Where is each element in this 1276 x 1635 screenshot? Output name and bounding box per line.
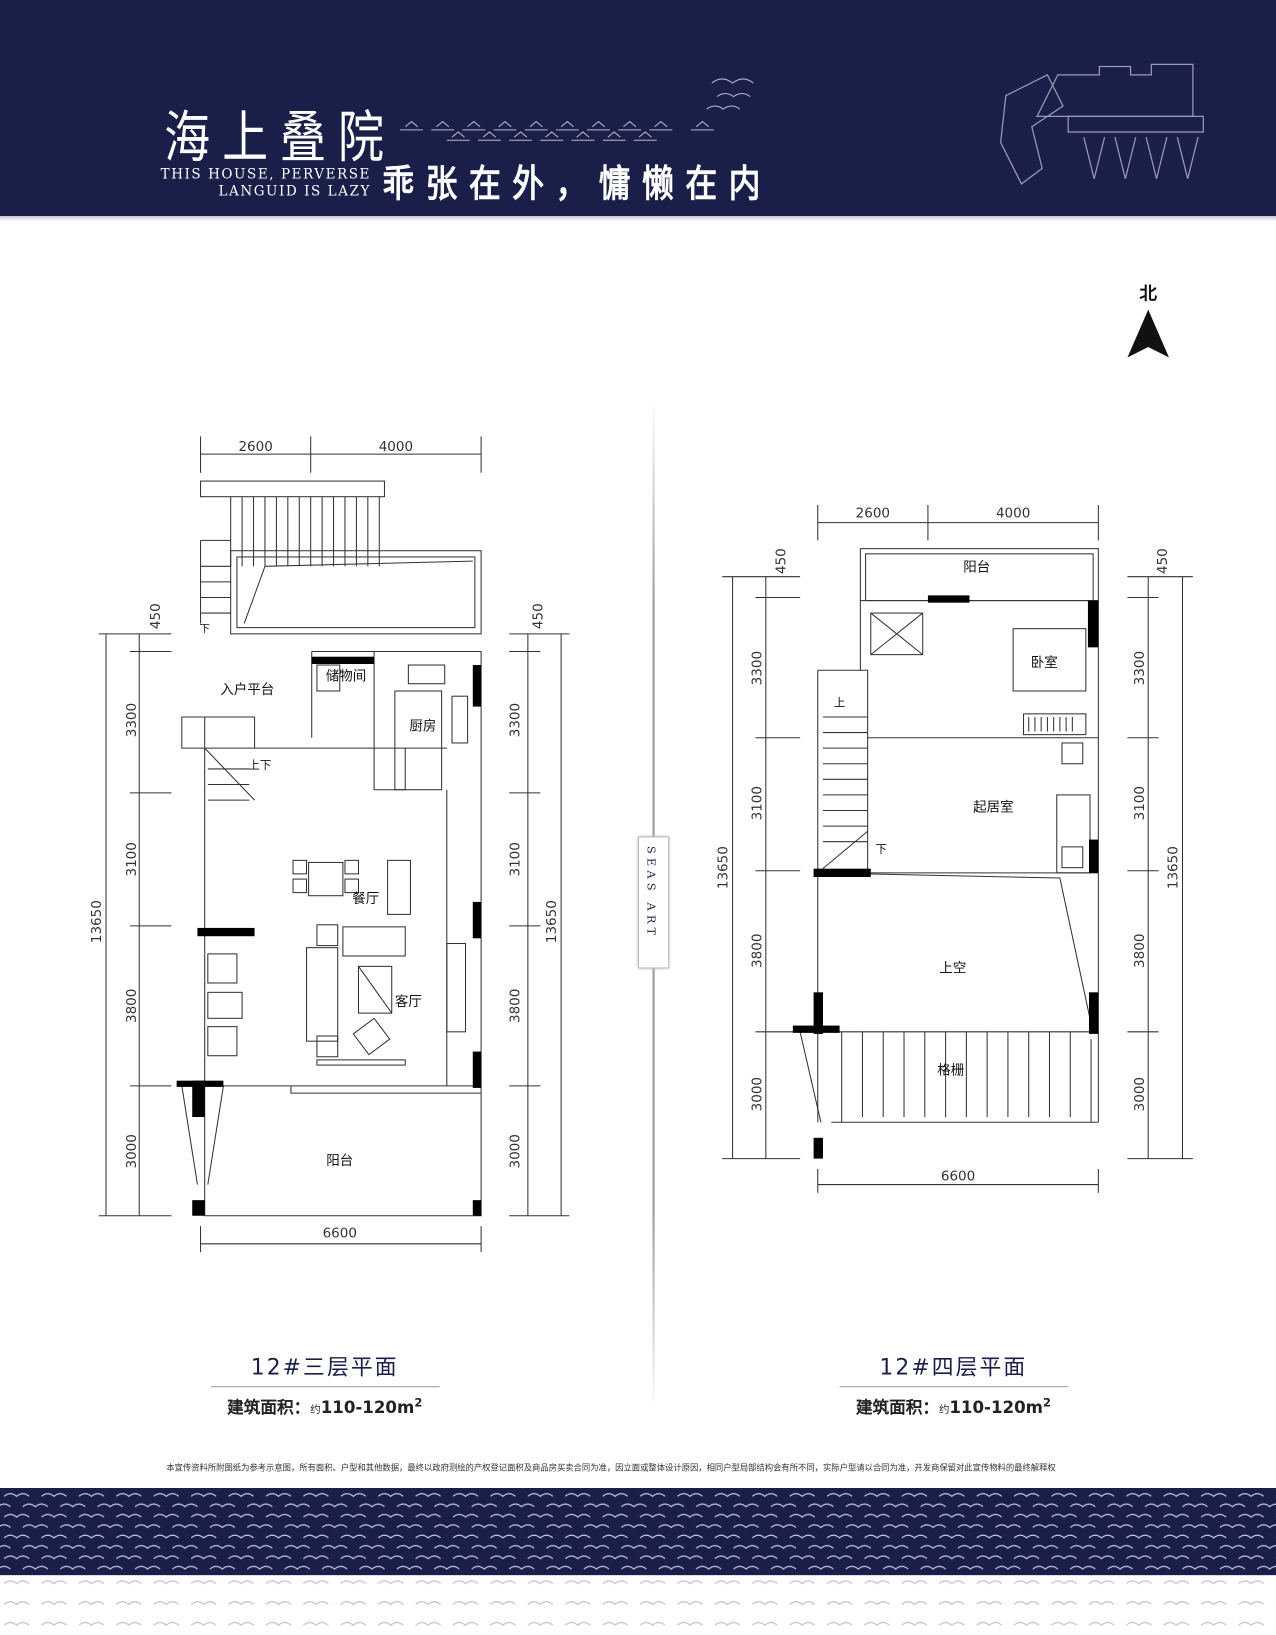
site-plan-logo	[1000, 63, 1204, 185]
dim-right-450: 450	[1155, 548, 1171, 574]
caption-title: 12#三层平面	[250, 1354, 399, 1380]
caption-3f: 12#三层平面 建筑面积：约110-120m2	[197, 1351, 452, 1419]
dim-left-total: 13650	[715, 846, 731, 889]
dim-left-total: 13650	[89, 900, 105, 943]
dim-top-1: 2600	[856, 505, 890, 521]
north-arrow: 北	[1127, 283, 1169, 358]
dim-right-total: 13650	[1165, 846, 1181, 889]
area-text: 建筑面积：约110-120m2	[197, 1393, 452, 1418]
area-sup: 2	[1042, 1396, 1051, 1410]
room-balcony: 阳台	[963, 560, 990, 576]
dim-left-450: 450	[774, 548, 790, 574]
area-sup: 2	[414, 1396, 423, 1410]
room-living: 客厅	[395, 993, 422, 1010]
area-approx: 约	[938, 1404, 950, 1417]
dim-right-450: 450	[530, 603, 546, 629]
room-void: 上空	[939, 961, 966, 977]
slogan: 乖张在外，慵懒在内	[382, 163, 772, 206]
room-storage: 储物间	[326, 669, 367, 685]
caption-underline	[210, 1386, 440, 1388]
wave-bird-ornament	[400, 78, 754, 141]
disclaimer: 本宣传资料所附图纸为参考示意图，所有面积、户型和其他数据，最终以政府测绘的产权登…	[166, 1463, 1056, 1473]
room-entry-platform: 入户平台	[220, 681, 274, 698]
dim-left-3300: 3300	[750, 651, 766, 685]
dim-right-3800: 3800	[1132, 934, 1148, 968]
room-kitchen: 厨房	[409, 718, 436, 734]
english-tagline-1: THIS HOUSE, PERVERSE	[160, 167, 371, 183]
floor-plan-4f: 2600 4000 6600 450 3300 3100 3800 3000 1…	[715, 505, 1193, 1193]
area-label: 建筑面积：	[855, 1397, 939, 1418]
room-family: 起居室	[973, 799, 1013, 816]
seas-art-badge: SEAS ART	[638, 836, 670, 969]
dim-left-3000: 3000	[124, 1134, 140, 1168]
room-grille: 格栅	[937, 1062, 964, 1078]
floor-plan-3f: 2600 4000 6600 450 3300 3100 3800 3000 1…	[89, 436, 570, 1253]
seagull-pattern-band	[0, 1487, 1276, 1576]
dim-right-3100: 3100	[1132, 786, 1148, 820]
area-text: 建筑面积：约110-120m2	[826, 1393, 1081, 1418]
room-dining: 餐厅	[352, 891, 379, 907]
north-arrow-icon	[1127, 309, 1169, 358]
dim-left-3000: 3000	[750, 1077, 766, 1111]
dim-left-3100: 3100	[124, 842, 140, 876]
badge-text: SEAS ART	[644, 845, 658, 940]
dim-left-3800: 3800	[750, 934, 766, 968]
stair-down: 下	[875, 842, 886, 856]
header-banner: 海上叠院 THIS HOUSE, PERVERSE LANGUID IS LAZ…	[0, 0, 1276, 217]
dim-right-3000: 3000	[1132, 1077, 1148, 1111]
dim-right-total: 13650	[544, 900, 560, 943]
english-tagline-2: LANGUID IS LAZY	[218, 183, 371, 200]
caption-title: 12#四层平面	[879, 1354, 1028, 1380]
dim-right-3000: 3000	[508, 1134, 524, 1168]
project-title: 海上叠院	[164, 104, 396, 171]
dim-left-3300: 3300	[124, 703, 140, 737]
caption-underline	[839, 1386, 1068, 1388]
room-bedroom: 卧室	[1031, 654, 1058, 671]
room-balcony: 阳台	[326, 1153, 353, 1169]
dim-top-2: 4000	[379, 439, 413, 455]
dim-right-3300: 3300	[1132, 651, 1148, 685]
seagull-pattern-band-light	[0, 1575, 1276, 1631]
north-label: 北	[1139, 283, 1157, 304]
dim-top-2: 4000	[996, 505, 1030, 521]
area-value: 110-120m	[320, 1397, 415, 1418]
header-divider	[0, 216, 1276, 222]
area-label: 建筑面积：	[227, 1397, 311, 1418]
dim-right-3800: 3800	[508, 989, 524, 1023]
dim-right-3100: 3100	[508, 842, 524, 876]
stair-up-down: 上下	[248, 758, 271, 772]
stair-down: 下	[200, 623, 210, 635]
stair-up: 上	[834, 696, 845, 710]
dim-top-1: 2600	[238, 439, 272, 455]
dim-bottom: 6600	[323, 1226, 357, 1242]
dim-bottom: 6600	[941, 1168, 975, 1184]
caption-4f: 12#四层平面 建筑面积：约110-120m2	[826, 1351, 1081, 1419]
dim-left-3800: 3800	[124, 989, 140, 1023]
dim-right-3300: 3300	[508, 703, 524, 737]
dim-left-450: 450	[148, 603, 164, 629]
area-approx: 约	[310, 1404, 321, 1417]
area-value: 110-120m	[949, 1397, 1043, 1418]
dim-left-3100: 3100	[750, 786, 766, 820]
